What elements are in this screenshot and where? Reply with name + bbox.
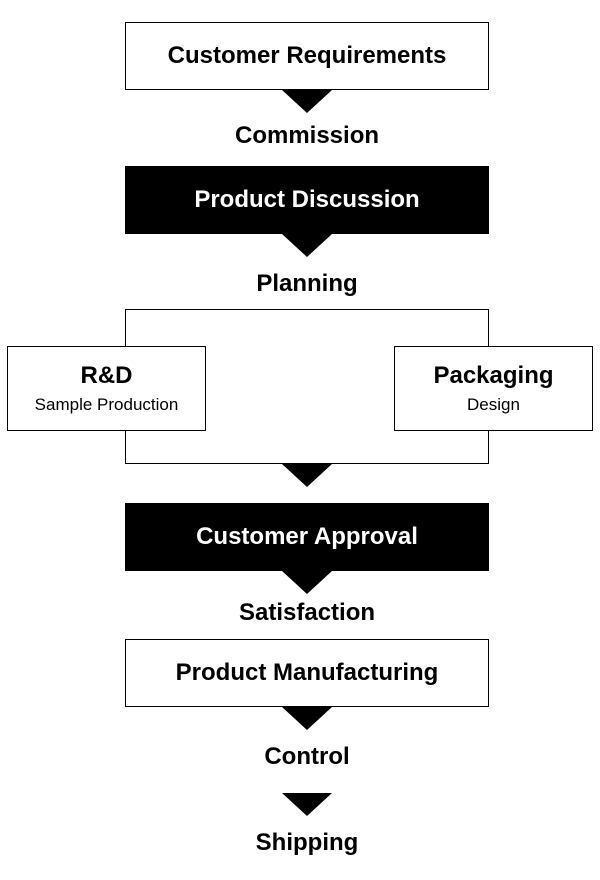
product-discussion-box: Product Discussion bbox=[125, 166, 489, 234]
split-connector-top bbox=[125, 309, 489, 310]
arrow-down-icon bbox=[282, 793, 332, 816]
packaging-box: Packaging Design bbox=[394, 346, 593, 431]
packaging-subtitle: Design bbox=[467, 395, 520, 415]
product-discussion-title: Product Discussion bbox=[194, 186, 420, 214]
planning-label: Planning bbox=[256, 270, 358, 297]
control-label: Control bbox=[264, 743, 350, 770]
merge-connector-left-bottom bbox=[125, 430, 126, 464]
arrow-down-icon bbox=[282, 571, 332, 594]
customer-approval-box: Customer Approval bbox=[125, 503, 489, 571]
product-manufacturing-box: Product Manufacturing bbox=[125, 639, 489, 707]
arrow-down-icon bbox=[282, 464, 332, 487]
product-manufacturing-title: Product Manufacturing bbox=[175, 659, 439, 687]
split-connector-left-top bbox=[125, 309, 126, 347]
arrow-down-icon bbox=[282, 234, 332, 257]
arrow-down-icon bbox=[282, 707, 332, 730]
customer-approval-title: Customer Approval bbox=[196, 523, 418, 551]
shipping-label: Shipping bbox=[255, 829, 359, 856]
rnd-title: R&D bbox=[80, 361, 133, 389]
packaging-title: Packaging bbox=[433, 361, 554, 389]
customer-requirements-box: Customer Requirements bbox=[125, 22, 489, 90]
satisfaction-label: Satisfaction bbox=[238, 599, 376, 626]
customer-requirements-title: Customer Requirements bbox=[167, 42, 447, 70]
rnd-box: R&D Sample Production bbox=[7, 346, 206, 431]
split-connector-right-top bbox=[488, 309, 489, 347]
merge-connector-bottom bbox=[125, 463, 489, 464]
arrow-down-icon bbox=[282, 90, 332, 113]
merge-connector-right-bottom bbox=[488, 430, 489, 464]
rnd-subtitle: Sample Production bbox=[34, 395, 179, 415]
commission-label: Commission bbox=[234, 122, 380, 149]
